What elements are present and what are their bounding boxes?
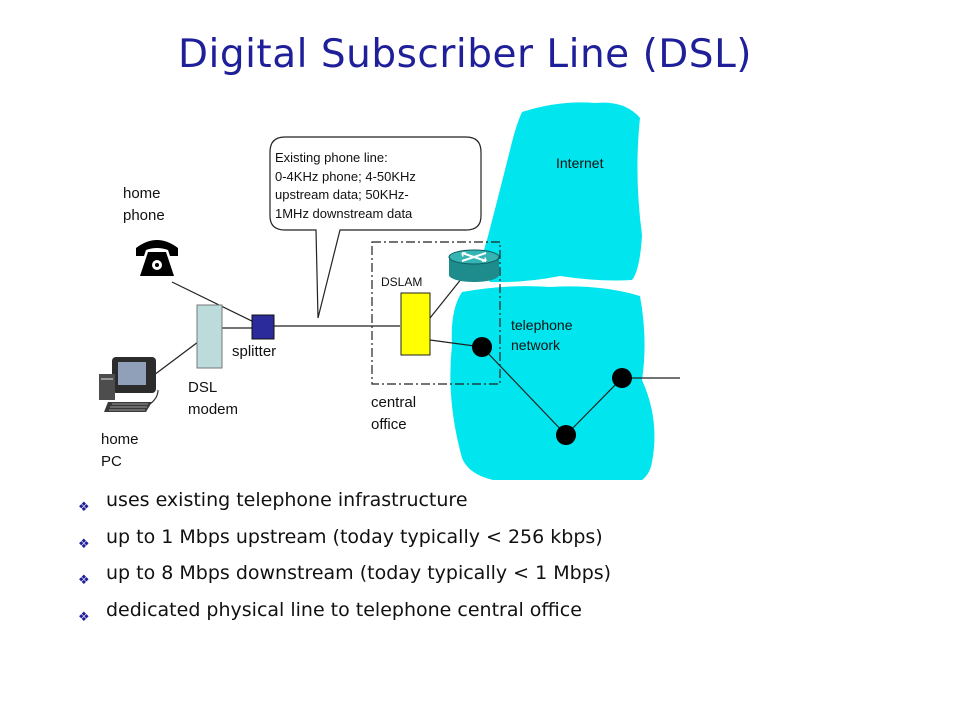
bullet-text: uses existing telephone infrastructure xyxy=(106,489,468,511)
bullet-item: ❖ up to 8 Mbps downstream (today typical… xyxy=(78,558,611,595)
splitter xyxy=(251,314,275,340)
splitter-label: splitter xyxy=(232,343,277,360)
home-pc-label: home PC xyxy=(101,431,139,470)
network-link-1 xyxy=(481,346,567,436)
bullet-text: up to 8 Mbps downstream (today typically… xyxy=(106,562,612,584)
dslam xyxy=(400,292,431,356)
bullet-item: ❖ uses existing telephone infrastructure xyxy=(78,485,611,522)
network-switch xyxy=(472,337,492,357)
network-link-2 xyxy=(565,377,623,436)
diamond-bullet-icon: ❖ xyxy=(78,500,90,515)
central-office-label: central office xyxy=(371,394,417,433)
central-office-box xyxy=(371,241,501,385)
dsl-modem xyxy=(196,304,223,369)
callout-text: Existing phone line: 0-4KHz phone; 4-50K… xyxy=(275,150,416,221)
network-switch xyxy=(612,368,632,388)
bullet-item: ❖ up to 1 Mbps upstream (today typically… xyxy=(78,522,611,559)
telephone-icon xyxy=(136,240,178,276)
telephone-network-label: telephone network xyxy=(511,317,573,354)
network-switch xyxy=(556,425,576,445)
home-phone-label: home phone xyxy=(123,185,165,224)
dsl-modem-label: DSL modem xyxy=(188,379,239,418)
diamond-bullet-icon: ❖ xyxy=(78,573,90,588)
phone-to-splitter-line xyxy=(171,281,263,327)
bullet-text: dedicated physical line to telephone cen… xyxy=(106,598,582,621)
desktop-computer-icon xyxy=(99,357,159,412)
bullet-text: up to 1 Mbps upstream (today typically <… xyxy=(106,525,603,548)
internet-cloud xyxy=(483,102,642,283)
internet-label: Internet xyxy=(556,155,604,171)
diamond-bullet-icon: ❖ xyxy=(78,609,90,625)
diamond-bullet-icon: ❖ xyxy=(78,536,90,552)
slide-title: Digital Subscriber Line (DSL) xyxy=(177,32,753,77)
pc-to-modem-line xyxy=(149,341,199,379)
dslam-label: DSLAM xyxy=(381,275,423,289)
router-icon xyxy=(448,249,500,282)
bullet-item: ❖ dedicated physical line to telephone c… xyxy=(78,595,611,632)
dsl-diagram xyxy=(99,102,680,480)
telephone-network-cloud xyxy=(450,286,655,480)
bullet-list: ❖ uses existing telephone infrastructure… xyxy=(78,485,611,631)
callout-bubble xyxy=(269,136,482,319)
